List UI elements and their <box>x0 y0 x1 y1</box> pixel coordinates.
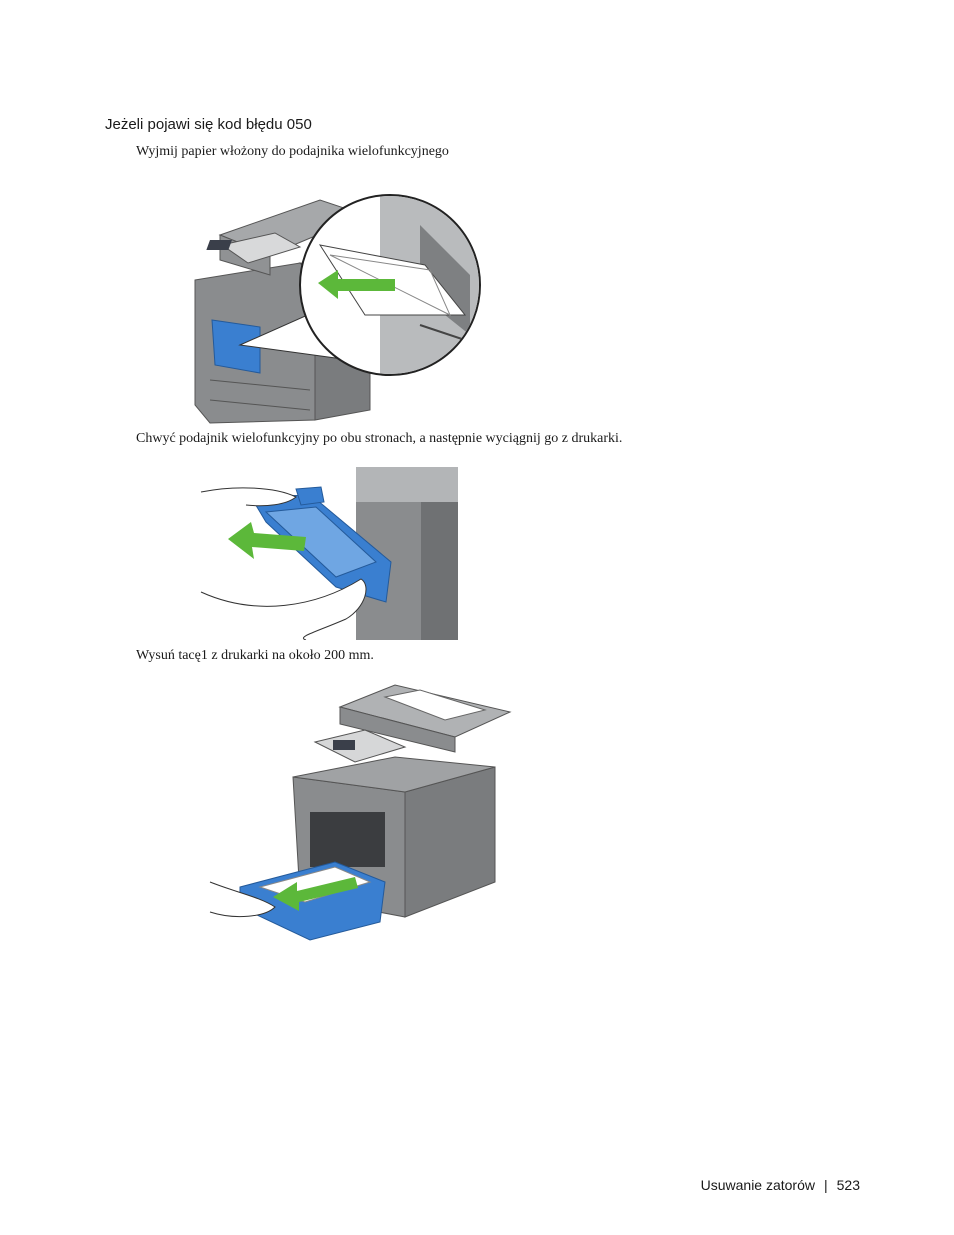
illustration-pull-out-tray1 <box>209 684 512 941</box>
footer-section-title: Usuwanie zatorów <box>700 1177 815 1193</box>
step-1-text: Wyjmij papier włożony do podajnika wielo… <box>136 144 449 159</box>
step-3-text: Wysuń tacę1 z drukarki na około 200 mm. <box>136 648 374 663</box>
page-number: 523 <box>836 1177 860 1193</box>
section-heading: Jeżeli pojawi się kod błędu 050 <box>105 116 312 133</box>
page-footer: Usuwanie zatorów | 523 <box>701 1177 860 1193</box>
illustration-remove-paper-mpf <box>194 194 481 424</box>
illustration-pull-out-mpf <box>200 467 458 640</box>
step-2-text: Chwyć podajnik wielofunkcyjny po obu str… <box>136 431 623 446</box>
footer-separator: | <box>824 1177 828 1193</box>
